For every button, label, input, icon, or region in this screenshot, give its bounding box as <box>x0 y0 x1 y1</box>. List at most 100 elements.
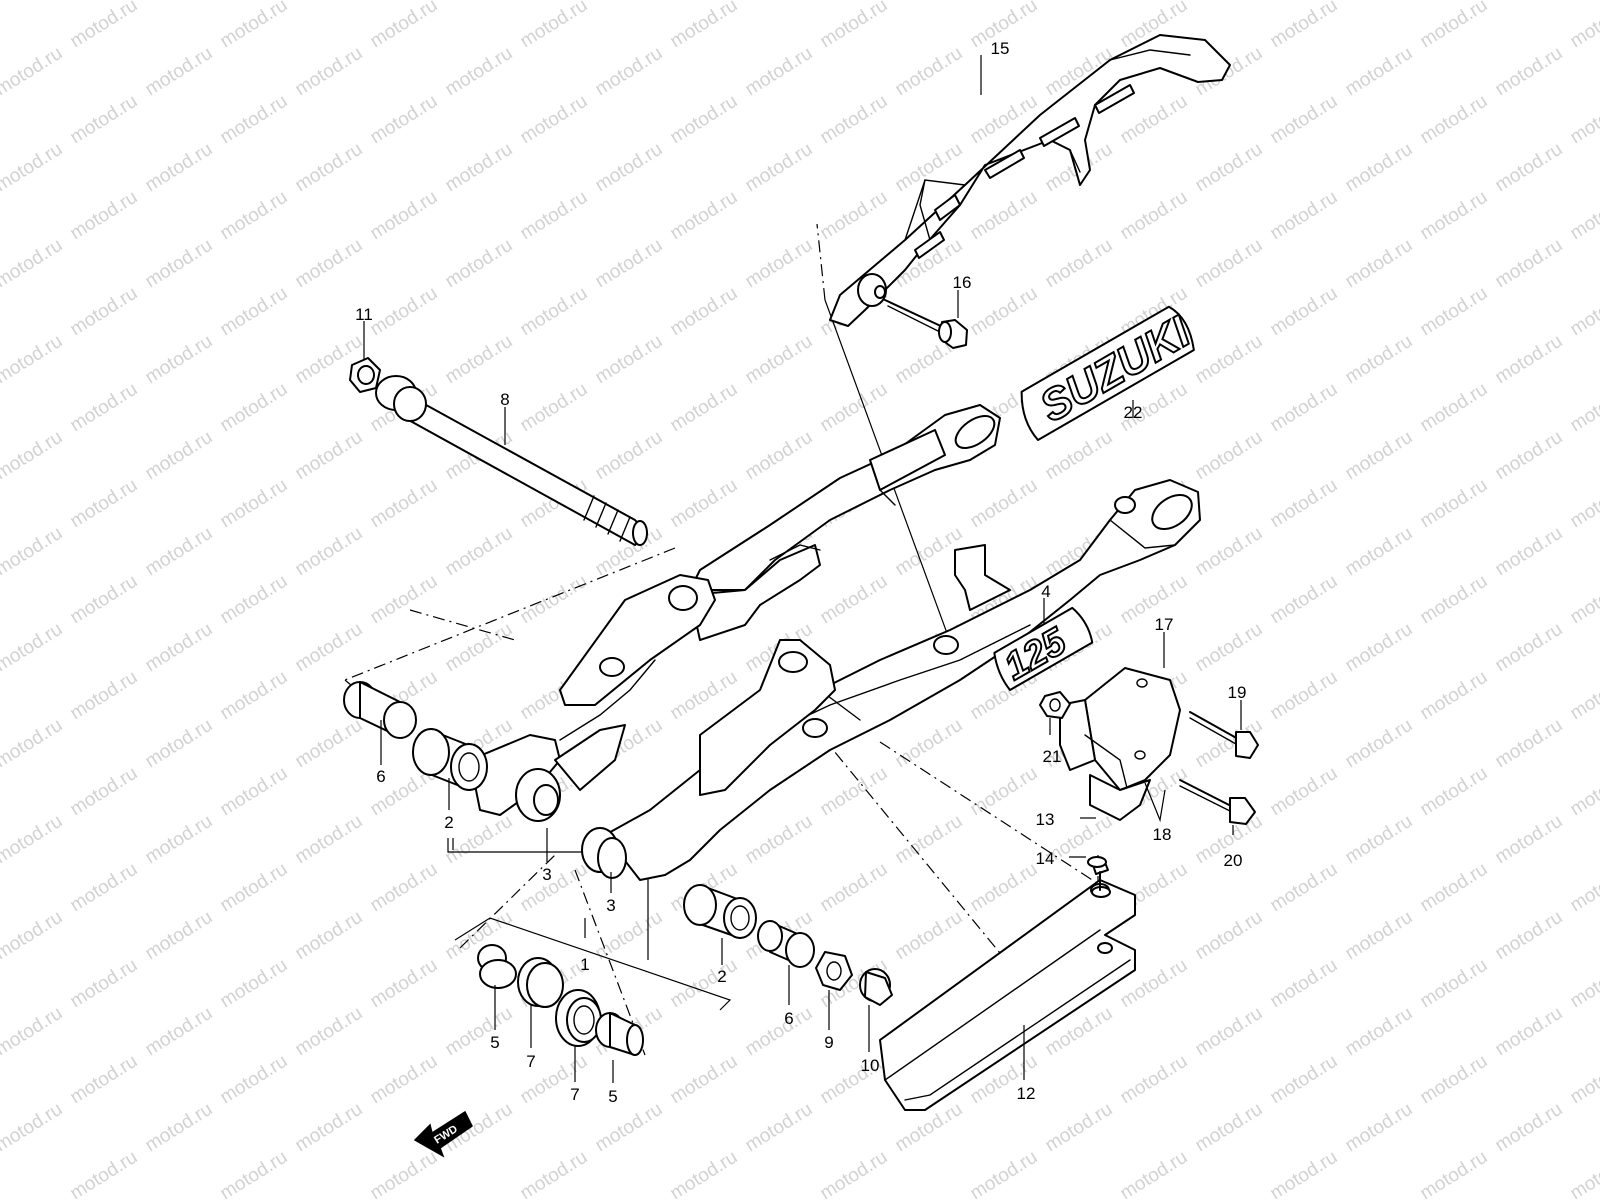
watermark-text: motod.ru <box>442 1003 517 1061</box>
pivot-axle <box>375 375 648 546</box>
watermark-text: motod.ru <box>892 0 967 4</box>
watermark-text: motod.ru <box>67 1147 142 1200</box>
watermark-text: motod.ru <box>0 0 66 4</box>
callout-2a: 2 <box>444 813 453 832</box>
watermark-text: motod.ru <box>1492 235 1567 293</box>
spacer-6b <box>757 920 815 968</box>
watermark-text: motod.ru <box>592 43 667 101</box>
watermark-text: motod.ru <box>1267 379 1342 437</box>
watermark-text: motod.ru <box>817 187 892 245</box>
watermark-text: motod.ru <box>292 43 367 101</box>
watermark-text: motod.ru <box>892 907 967 965</box>
swingarm: 125 <box>469 404 1201 881</box>
watermark-text: motod.ru <box>1117 1051 1192 1109</box>
watermark-text: motod.ru <box>1192 1003 1267 1061</box>
watermark-text: motod.ru <box>742 331 817 389</box>
spacer-5b <box>595 1012 644 1056</box>
watermark-text: motod.ru <box>292 427 367 485</box>
watermark-text: motod.ru <box>517 283 592 341</box>
watermark-text: motod.ru <box>1342 619 1417 677</box>
watermark-text: motod.ru <box>1492 139 1567 197</box>
watermark-text: motod.ru <box>517 859 592 917</box>
watermark-text: motod.ru <box>142 235 217 293</box>
bushing-3b <box>581 827 627 879</box>
watermark-text: motod.ru <box>1342 331 1417 389</box>
watermark-text: motod.ru <box>1492 811 1567 869</box>
watermark-text: motod.ru <box>67 955 142 1013</box>
watermark-text: motod.ru <box>967 763 1042 821</box>
bolt-16 <box>884 299 968 349</box>
watermark-text: motod.ru <box>1567 859 1600 917</box>
watermark-text: motod.ru <box>742 43 817 101</box>
watermark-text: motod.ru <box>1417 187 1492 245</box>
watermark-text: motod.ru <box>1342 427 1417 485</box>
callout-6a: 6 <box>376 767 385 786</box>
watermark-text: motod.ru <box>217 667 292 725</box>
watermark-text: motod.ru <box>292 715 367 773</box>
watermark-text: motod.ru <box>1417 763 1492 821</box>
watermark-text: motod.ru <box>142 811 217 869</box>
watermark-text: motod.ru <box>817 1147 892 1200</box>
watermark-text: motod.ru <box>1567 0 1600 52</box>
watermark-text: motod.ru <box>1267 1147 1342 1200</box>
watermark-text: motod.ru <box>1267 955 1342 1013</box>
callout-19: 19 <box>1228 683 1247 702</box>
watermark-text: motod.ru <box>367 1147 442 1200</box>
watermark-text: motod.ru <box>0 907 66 965</box>
watermark-text: motod.ru <box>1567 667 1600 725</box>
callout-9: 9 <box>824 1033 833 1052</box>
watermark-text: motod.ru <box>367 859 442 917</box>
callout-12: 12 <box>1017 1084 1036 1103</box>
watermark-text: motod.ru <box>892 715 967 773</box>
callout-15: 15 <box>991 39 1010 58</box>
callout-labels: 15 16 11 8 22 4 17 19 21 13 14 18 20 6 2… <box>355 39 1246 1106</box>
watermark-text: motod.ru <box>1267 283 1342 341</box>
watermark-text: motod.ru <box>517 379 592 437</box>
watermark-text: motod.ru <box>142 1099 217 1157</box>
callout-22: 22 <box>1124 403 1143 422</box>
watermark-text: motod.ru <box>1417 91 1492 149</box>
watermark-text: motod.ru <box>1267 0 1342 52</box>
bolt-19 <box>1189 711 1259 759</box>
watermark-text: motod.ru <box>1267 667 1342 725</box>
watermark-text: motod.ru <box>667 1147 742 1200</box>
washer-7a <box>517 957 564 1008</box>
watermark-text: motod.ru <box>0 619 66 677</box>
watermark-text: motod.ru <box>1192 331 1267 389</box>
bearing-2b <box>683 884 757 939</box>
watermark-text: motod.ru <box>142 619 217 677</box>
watermark-text: motod.ru <box>442 235 517 293</box>
watermark-text: motod.ru <box>592 427 667 485</box>
watermark-text: motod.ru <box>1417 283 1492 341</box>
watermark-text: motod.ru <box>67 283 142 341</box>
watermark-text: motod.ru <box>817 571 892 629</box>
watermark-text: motod.ru <box>592 139 667 197</box>
watermark-text: motod.ru <box>817 859 892 917</box>
callout-1: 1 <box>580 955 589 974</box>
watermark-text: motod.ru <box>142 43 217 101</box>
bearing-2a <box>412 728 488 791</box>
watermark-text: motod.ru <box>1417 379 1492 437</box>
watermark-text: motod.ru <box>142 715 217 773</box>
watermark-text: motod.ru <box>742 811 817 869</box>
watermark-text: motod.ru <box>67 859 142 917</box>
watermark-text: motod.ru <box>0 1099 66 1157</box>
nut-11 <box>349 357 381 393</box>
watermark-text: motod.ru <box>742 427 817 485</box>
watermark-text: motod.ru <box>1267 475 1342 533</box>
watermark-text: motod.ru <box>367 1051 442 1109</box>
watermark-text: motod.ru <box>667 475 742 533</box>
bolt-21 <box>1039 691 1071 719</box>
watermark-text: motod.ru <box>1042 235 1117 293</box>
watermark-text: motod.ru <box>217 0 292 52</box>
watermark-text: motod.ru <box>1492 331 1567 389</box>
watermark-text: motod.ru <box>742 1099 817 1157</box>
callout-4: 4 <box>1041 582 1050 601</box>
watermark-text: motod.ru <box>67 0 142 52</box>
watermark-text: motod.ru <box>1492 907 1567 965</box>
watermark-text: motod.ru <box>442 331 517 389</box>
callout-13: 13 <box>1036 810 1055 829</box>
watermark-text: motod.ru <box>1267 859 1342 917</box>
watermark-text: motod.ru <box>217 283 292 341</box>
